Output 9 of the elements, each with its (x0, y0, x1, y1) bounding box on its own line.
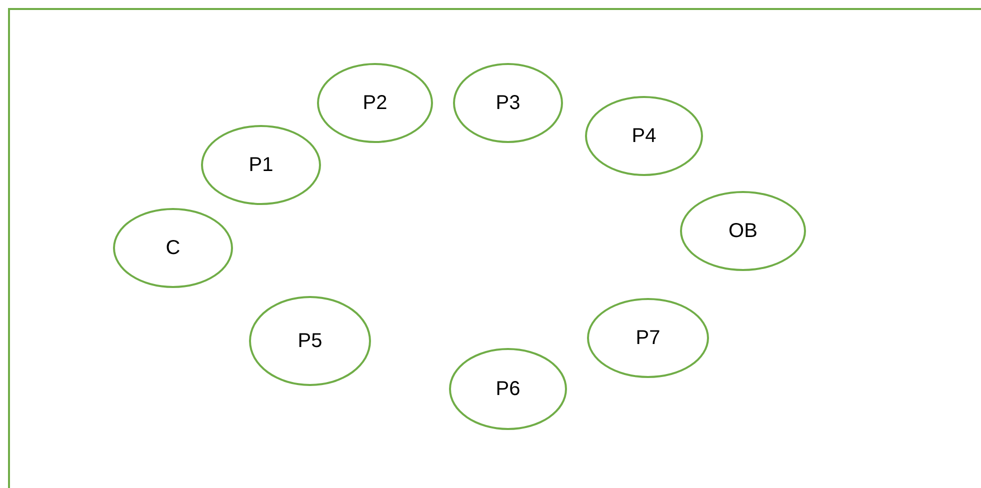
node-label: OB (728, 220, 758, 242)
node-label: P6 (496, 378, 520, 400)
node-label: P2 (362, 92, 388, 114)
node-label: P7 (636, 326, 660, 350)
node-label: P3 (496, 92, 520, 114)
node-label: P5 (298, 330, 322, 352)
node-label: P4 (632, 124, 656, 148)
node-label: C (166, 236, 180, 260)
node-label: P1 (248, 154, 274, 176)
